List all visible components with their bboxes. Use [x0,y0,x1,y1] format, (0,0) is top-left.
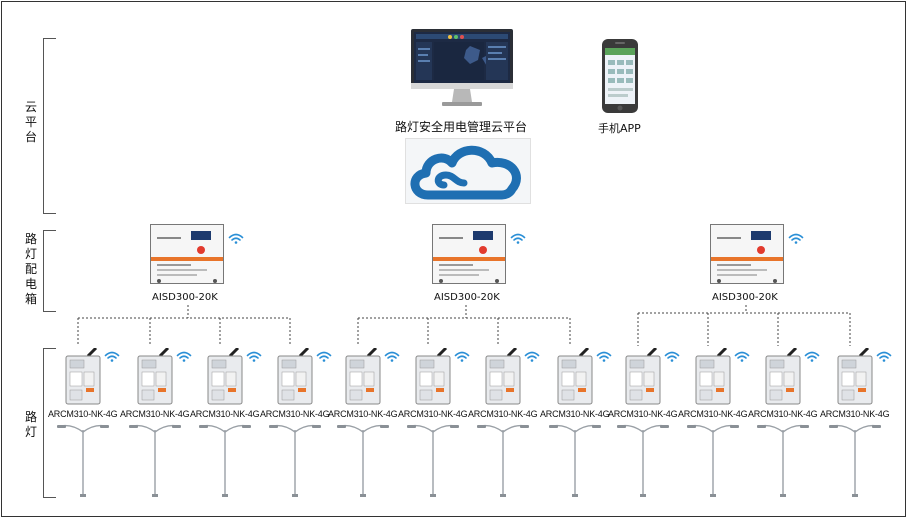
wifi-icon [454,349,470,362]
meter-model-label: ARCM310-NK-4G [260,409,330,419]
street-lamp-icon [198,420,252,503]
wifi-icon [788,231,804,244]
meter-icon [136,346,174,406]
wifi-icon [246,349,262,362]
section-bracket-streetlight [43,348,56,498]
wifi-icon [596,349,612,362]
wifi-icon [734,349,750,362]
cabinet-icon [432,224,506,284]
street-lamp-icon [616,420,670,503]
meter-model-label: ARCM310-NK-4G [190,409,260,419]
cabinet-model-label: AISD300-20K [712,292,778,303]
section-label-streetlight: 路灯 [24,410,37,439]
wifi-icon [510,231,526,244]
meter-model-label: ARCM310-NK-4G [398,409,468,419]
meter-model-label: ARCM310-NK-4G [328,409,398,419]
cloud-icon [405,138,531,204]
meter-model-label: ARCM310-NK-4G [820,409,890,419]
meter-model-label: ARCM310-NK-4G [120,409,190,419]
cabinet-model-label: AISD300-20K [434,292,500,303]
street-lamp-icon [128,420,182,503]
meter-icon [414,346,452,406]
wifi-icon [384,349,400,362]
wifi-icon [804,349,820,362]
phone-label: 手机APP [598,122,641,135]
meter-icon [206,346,244,406]
wifi-icon [104,349,120,362]
meter-icon [556,346,594,406]
meter-icon [344,346,382,406]
meter-icon [484,346,522,406]
cabinet-icon [150,224,224,284]
meter-icon [64,346,102,406]
street-lamp-icon [476,420,530,503]
street-lamp-icon [406,420,460,503]
street-lamp-icon [756,420,810,503]
wifi-icon [876,349,892,362]
wifi-icon [176,349,192,362]
meter-icon [764,346,802,406]
street-lamp-icon [828,420,882,503]
meter-icon [276,346,314,406]
section-label-cloud: 云平台 [24,100,37,144]
phone-icon [598,38,642,114]
street-lamp-icon [268,420,322,503]
street-lamp-icon [336,420,390,503]
meter-icon [836,346,874,406]
meter-icon [694,346,732,406]
street-lamp-icon [56,420,110,503]
meter-model-label: ARCM310-NK-4G [48,409,118,419]
section-bracket-distribution [43,230,56,312]
meter-model-label: ARCM310-NK-4G [748,409,818,419]
wifi-icon [228,231,244,244]
meter-model-label: ARCM310-NK-4G [468,409,538,419]
meter-model-label: ARCM310-NK-4G [678,409,748,419]
monitor-label: 路灯安全用电管理云平台 [395,120,528,134]
wifi-icon [524,349,540,362]
meter-icon [624,346,662,406]
meter-model-label: ARCM310-NK-4G [540,409,610,419]
meter-model-label: ARCM310-NK-4G [608,409,678,419]
monitor-icon [410,28,514,110]
street-lamp-icon [686,420,740,503]
cabinet-icon [710,224,784,284]
wifi-icon [316,349,332,362]
section-label-distribution: 路灯配电箱 [24,232,37,306]
cabinet-model-label: AISD300-20K [152,292,218,303]
section-bracket-cloud [43,38,56,214]
street-lamp-icon [548,420,602,503]
wifi-icon [664,349,680,362]
